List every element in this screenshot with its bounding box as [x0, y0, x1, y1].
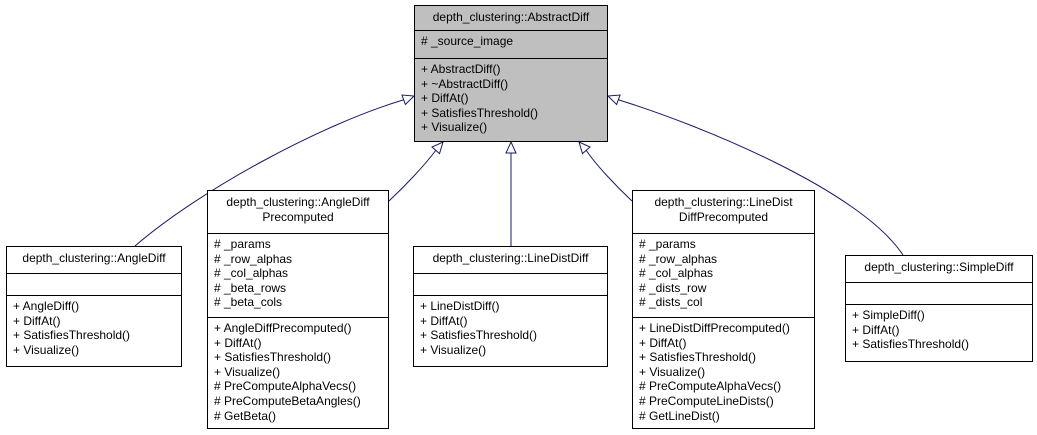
- method: + Visualize(): [214, 364, 281, 379]
- method: + SimpleDiff(): [852, 308, 925, 322]
- method: + SatisfiesThreshold(): [639, 350, 757, 365]
- class-name-line: depth_clustering::AngleDiff: [226, 195, 370, 209]
- attribute: # _col_alphas: [214, 266, 289, 281]
- methods-section: + AngleDiff()+ DiffAt()+ SatisfiesThresh…: [7, 295, 181, 360]
- edge-angle-to-abstract: [134, 99, 404, 247]
- method: + Visualize(): [13, 342, 80, 357]
- attribute: # _beta_cols: [214, 295, 283, 310]
- method: # PreComputeAlphaVecs(): [639, 379, 782, 394]
- class-box-abstract: depth_clustering::AbstractDiff# _source_…: [414, 5, 608, 142]
- inheritance-arrowhead: [401, 94, 416, 106]
- attribute: # _params: [214, 237, 271, 251]
- attribute: # _dists_col: [639, 295, 703, 310]
- methods-section: + AbstractDiff()+ ~AbstractDiff()+ DiffA…: [415, 58, 607, 138]
- class-name-line: depth_clustering::AbstractDiff: [432, 10, 590, 24]
- attribute: # _source_image: [421, 34, 514, 48]
- methods-section: + LineDistDiff()+ DiffAt()+ SatisfiesThr…: [414, 295, 607, 360]
- method: + SatisfiesThreshold(): [214, 350, 332, 365]
- attributes-section: [846, 282, 1032, 304]
- method: + DiffAt(): [13, 313, 61, 328]
- class-name-line: Precomputed: [262, 209, 334, 224]
- method: + DiffAt(): [852, 322, 900, 337]
- method: + ~AbstractDiff(): [421, 76, 509, 91]
- method: + SatisfiesThreshold(): [421, 105, 539, 120]
- method: + DiffAt(): [420, 313, 468, 328]
- method: + LineDistDiffPrecomputed(): [639, 321, 790, 335]
- method: + AngleDiff(): [13, 299, 80, 313]
- method: + Visualize(): [420, 342, 487, 357]
- class-box-simple: depth_clustering::SimpleDiff+ SimpleDiff…: [845, 255, 1033, 362]
- class-name-line: depth_clustering::AngleDiff: [22, 251, 166, 265]
- method: + DiffAt(): [639, 335, 687, 350]
- method: + Visualize(): [639, 364, 706, 379]
- class-name-line: depth_clustering::SimpleDiff: [864, 260, 1014, 274]
- method: + SatisfiesThreshold(): [420, 328, 538, 343]
- method: + AbstractDiff(): [421, 62, 501, 76]
- attribute: # _row_alphas: [214, 251, 293, 266]
- method: + SatisfiesThreshold(): [13, 328, 131, 343]
- attributes-section: # _params# _row_alphas# _col_alphas# _be…: [208, 233, 388, 317]
- attribute: # _dists_row: [639, 280, 707, 295]
- method: # PreComputeAlphaVecs(): [214, 379, 357, 394]
- attributes-section: [414, 273, 607, 295]
- class-name-line: DiffPrecomputed: [678, 209, 769, 224]
- attribute: # _row_alphas: [639, 251, 718, 266]
- inheritance-arrowhead: [606, 94, 621, 106]
- edge-angle-pre-to-abstract: [388, 149, 437, 202]
- class-box-linedist: depth_clustering::LineDistDiff+ LineDist…: [413, 246, 608, 367]
- methods-section: + SimpleDiff()+ DiffAt()+ SatisfiesThres…: [846, 304, 1032, 355]
- method: # PreComputeLineDists(): [639, 393, 774, 408]
- attributes-section: [7, 273, 181, 295]
- class-name-line: depth_clustering::LineDist: [654, 195, 793, 209]
- method: + DiffAt(): [421, 91, 469, 106]
- method: + AngleDiffPrecomputed(): [214, 321, 352, 335]
- inheritance-arrowhead: [578, 141, 591, 155]
- class-name: depth_clustering::AbstractDiff: [415, 6, 607, 30]
- edge-simple-to-abstract: [618, 99, 904, 256]
- attribute: # _col_alphas: [639, 266, 714, 281]
- attribute: # _params: [639, 237, 696, 251]
- method: + Visualize(): [421, 120, 488, 135]
- method: + LineDistDiff(): [420, 299, 500, 313]
- inheritance-arrowhead: [431, 141, 444, 155]
- class-name: depth_clustering::SimpleDiff: [846, 256, 1032, 282]
- method: + SatisfiesThreshold(): [852, 337, 970, 352]
- attribute: # _beta_rows: [214, 280, 287, 295]
- method: # PreComputeBetaAngles(): [214, 393, 361, 408]
- method: + DiffAt(): [214, 335, 262, 350]
- edge-linedist-pre-to-abstract: [585, 149, 633, 202]
- methods-section: + LineDistDiffPrecomputed()+ DiffAt()+ S…: [633, 317, 814, 426]
- class-box-angle: depth_clustering::AngleDiff+ AngleDiff()…: [6, 246, 182, 367]
- attributes-section: # _source_image: [415, 30, 607, 58]
- attributes-section: # _params# _row_alphas# _col_alphas# _di…: [633, 233, 814, 317]
- class-name: depth_clustering::AngleDiff: [7, 247, 181, 273]
- method: # GetLineDist(): [639, 408, 720, 423]
- class-name-line: depth_clustering::LineDistDiff: [432, 251, 589, 265]
- methods-section: + AngleDiffPrecomputed()+ DiffAt()+ Sati…: [208, 317, 388, 426]
- inheritance-arrowhead: [505, 140, 517, 154]
- method: # GetBeta(): [214, 408, 277, 423]
- class-name: depth_clustering::LineDistDiff: [414, 247, 607, 273]
